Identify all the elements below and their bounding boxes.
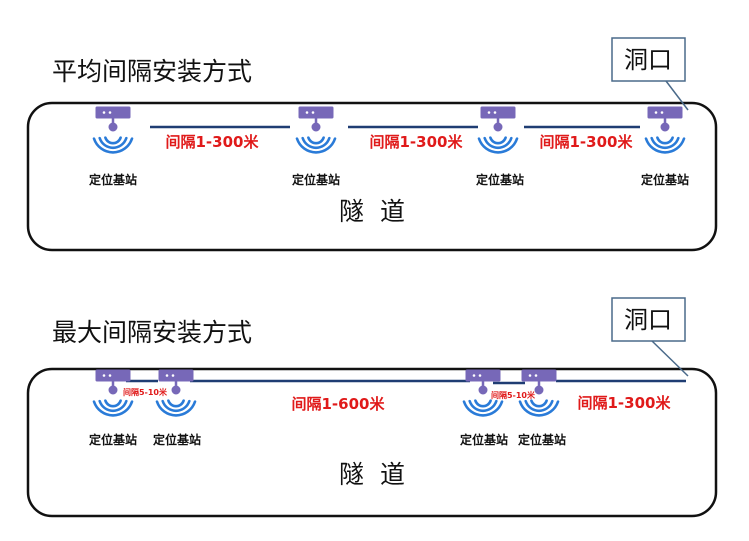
bottom-station-4: 定位基站 [518,368,566,447]
top-station-4: 定位基站 [641,105,689,187]
signal-wave-arc [295,137,337,154]
top-station-1: 定位基站 [89,105,137,187]
bottom-tunnel-label: 隧 道 [339,460,405,489]
signal-wave-arc [483,136,513,150]
station-label: 定位基站 [460,432,508,447]
base-station-antenna-icon [297,105,335,133]
signal-wave-arc [650,136,680,150]
bottom-station-3: 定位基站 [460,368,508,447]
bottom-interval-lines [126,379,686,385]
signal-wave-arc [161,399,191,413]
signal-wave-arc [301,136,331,150]
bottom-interval-4: 间隔1-300米 [578,394,672,412]
signal-wave-arc [489,136,507,145]
bottom-interval-2: 间隔1-600米 [292,395,386,413]
signal-wave-arc [518,400,560,417]
top-tunnel-outline [26,101,718,252]
signal-wave-arc [98,136,128,150]
top-station-2: 定位基站 [292,105,340,187]
bottom-interval-1: 间隔5-10米 [123,387,168,397]
base-station-antenna-icon [94,105,132,133]
signal-wave-arc [474,399,492,408]
signal-wave-arc [92,137,134,154]
signal-wave-arc [104,399,122,408]
bottom-station-2: 定位基站 [153,368,201,447]
signal-waves-icon [92,136,134,154]
base-station-antenna-icon [479,105,517,133]
signal-wave-arc [307,136,325,145]
signal-wave-arc [468,399,498,413]
signal-waves-icon [92,399,134,417]
station-label: 定位基站 [89,172,137,187]
signal-wave-arc [524,399,554,413]
top-section: 平均间隔安装方式 洞口 间隔1-300米 间隔1-300米 间隔1-300米 定… [26,37,718,252]
bottom-station-1: 定位基站 [89,368,137,447]
bottom-section: 最大间隔安装方式 洞口 间隔5-10米 间隔1-600米 间隔5-10米 间隔1… [26,297,718,518]
bottom-tunnel-outline [26,367,718,518]
top-portal-label: 洞口 [624,46,672,74]
top-interval-3: 间隔1-300米 [540,133,634,151]
signal-wave-arc [656,136,674,145]
top-station-3: 定位基站 [476,105,524,187]
signal-waves-icon [462,399,504,417]
signal-wave-arc [644,137,686,154]
station-label: 定位基站 [476,172,524,187]
signal-wave-arc [98,399,128,413]
signal-wave-arc [104,136,122,145]
top-tunnel-label: 隧 道 [339,197,405,226]
signal-waves-icon [477,136,519,154]
station-label: 定位基站 [89,432,137,447]
station-label: 定位基站 [641,172,689,187]
signal-waves-icon [295,136,337,154]
signal-wave-arc [167,399,185,408]
top-title: 平均间隔安装方式 [52,57,252,86]
signal-wave-arc [92,400,134,417]
station-label: 定位基站 [153,432,201,447]
top-interval-2: 间隔1-300米 [370,133,464,151]
top-portal-callout: 洞口 [611,37,689,111]
top-interval-1: 间隔1-300米 [166,133,260,151]
signal-wave-arc [477,137,519,154]
base-station-antenna-icon [646,105,684,133]
signal-wave-arc [155,400,197,417]
bottom-portal-callout: 洞口 [611,297,689,377]
station-label: 定位基站 [292,172,340,187]
signal-waves-icon [518,399,560,417]
signal-waves-icon [155,399,197,417]
signal-wave-arc [462,400,504,417]
bottom-interval-3: 间隔5-10米 [491,390,536,400]
signal-waves-icon [644,136,686,154]
signal-wave-arc [530,399,548,408]
station-label: 定位基站 [518,432,566,447]
bottom-portal-label: 洞口 [624,306,672,334]
bottom-title: 最大间隔安装方式 [52,318,252,347]
